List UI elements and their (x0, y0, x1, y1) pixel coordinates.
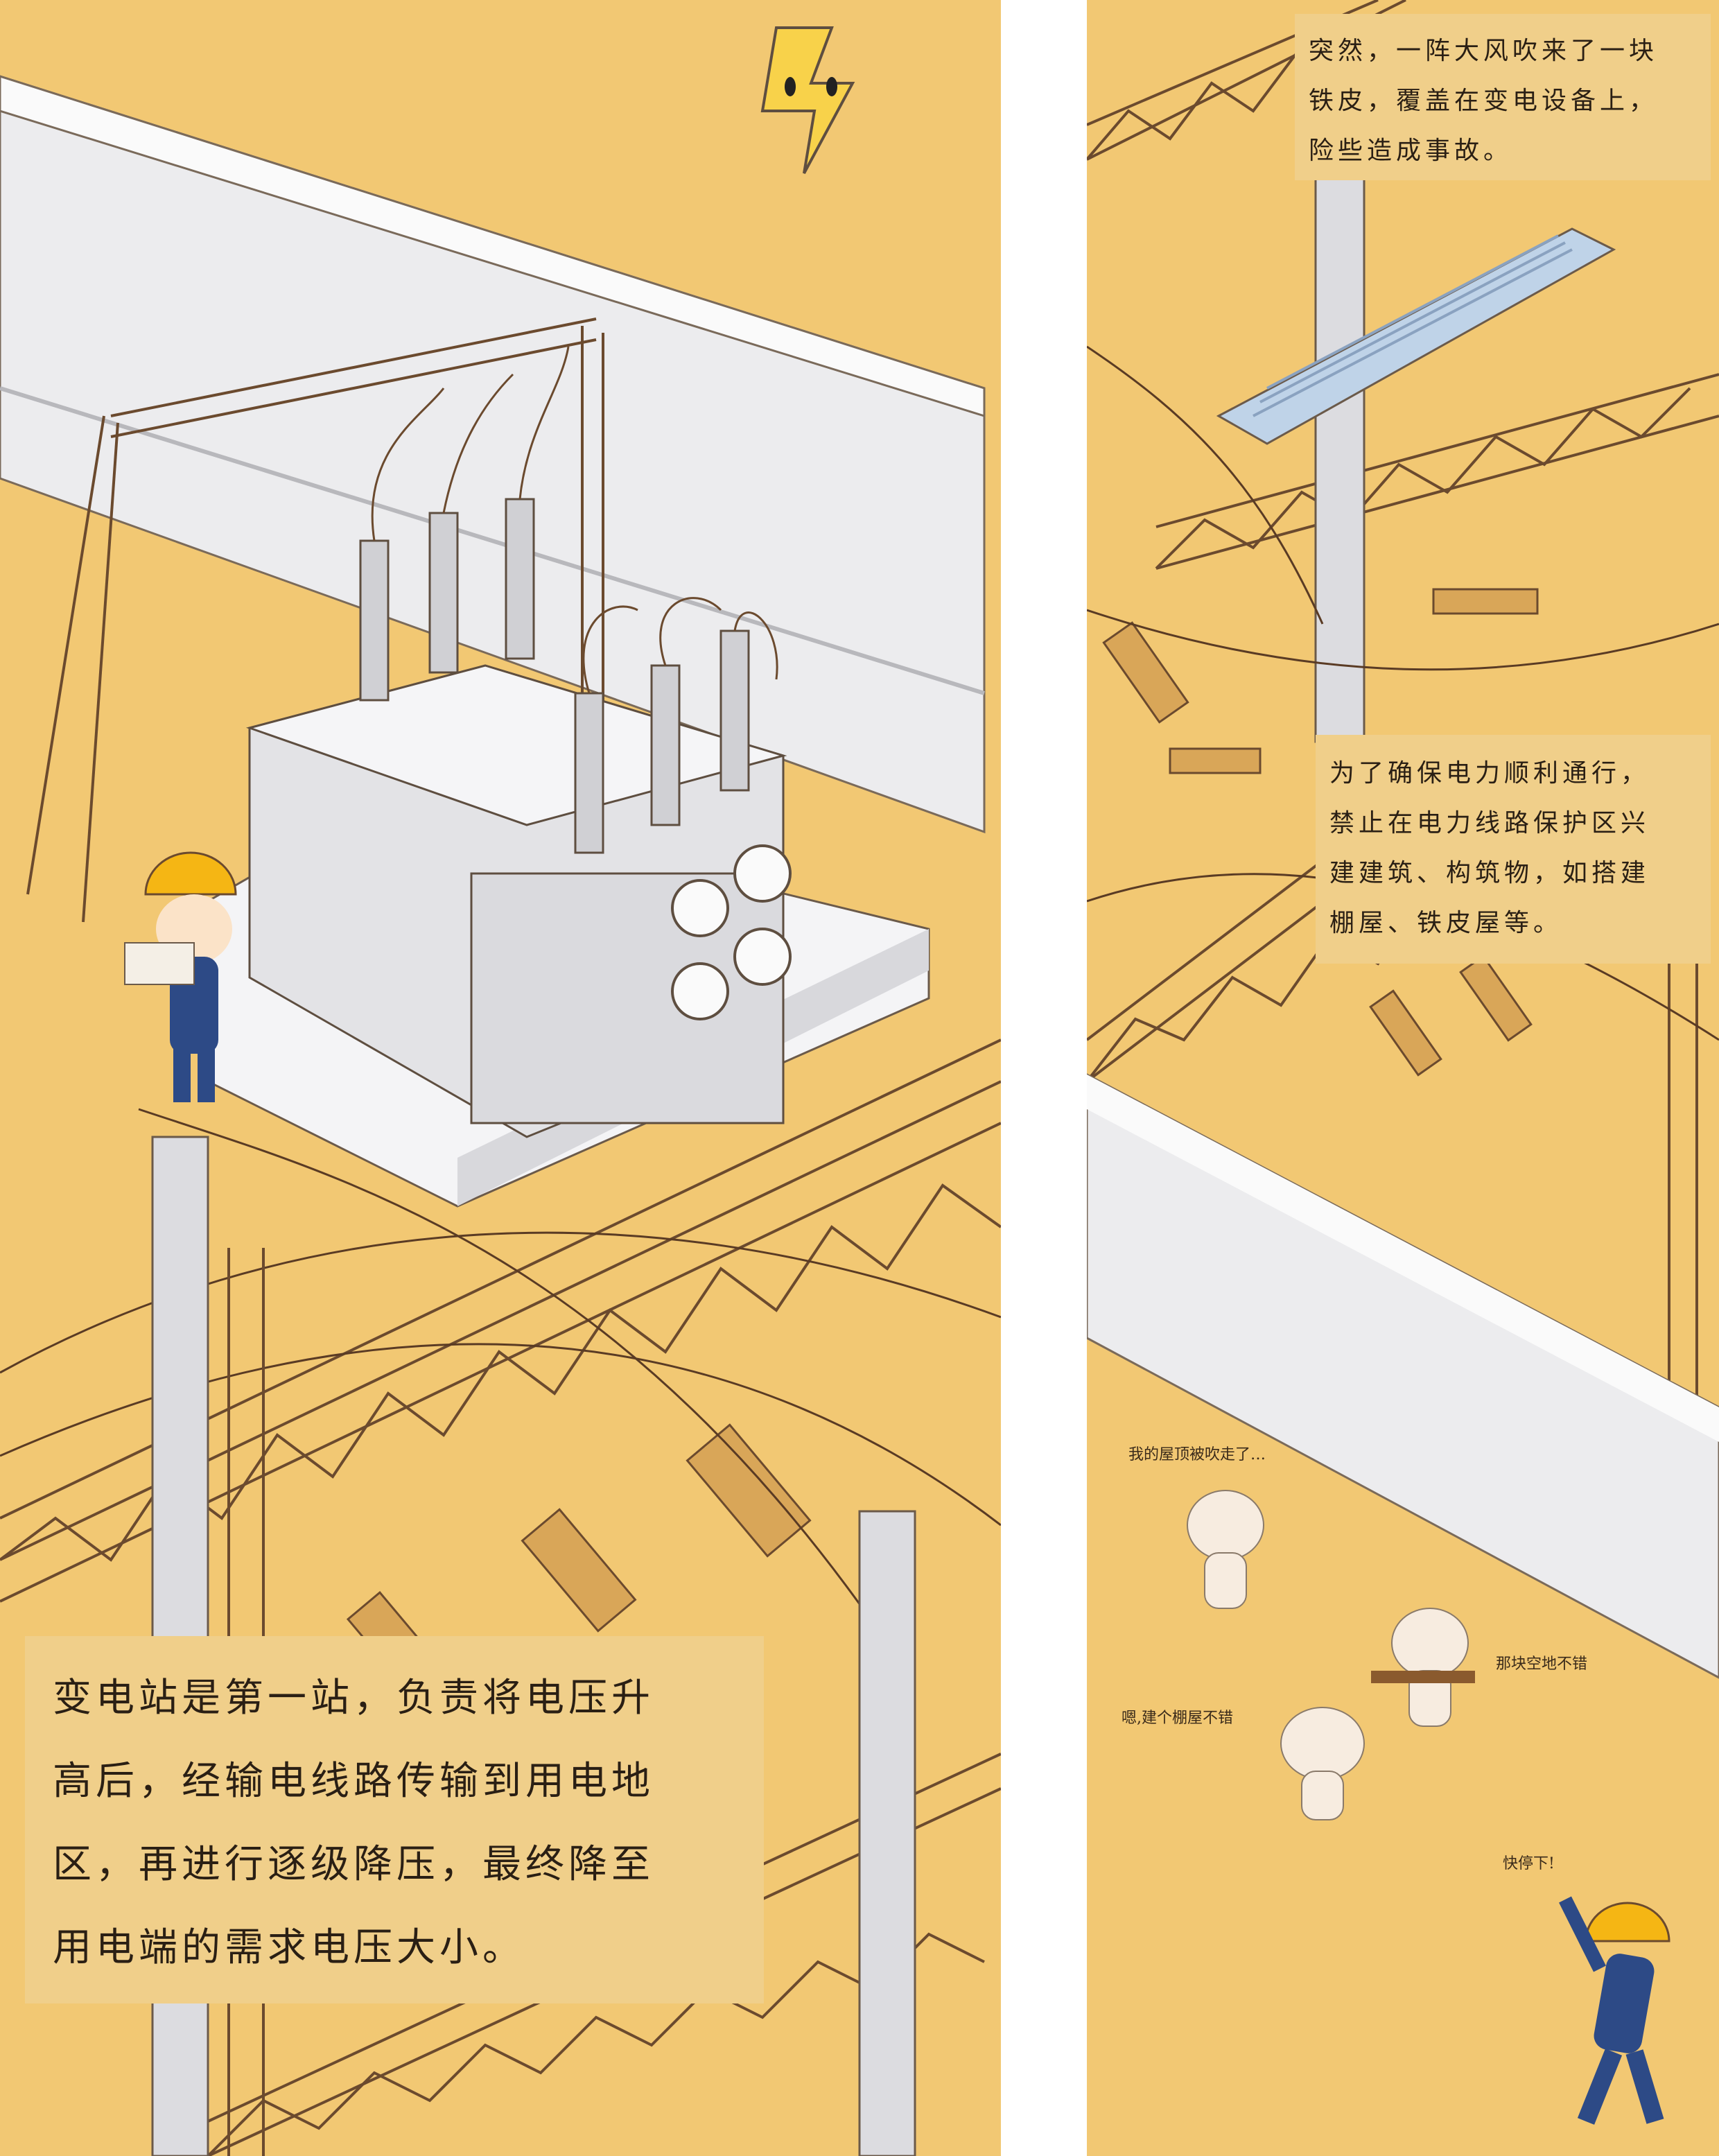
caption-line: 高后，经输电线路传输到用电地 (53, 1759, 654, 1804)
speech-good-land: 那块空地不错 (1496, 1655, 1588, 1673)
doll-figure (1280, 1707, 1365, 1820)
caption-line: 禁止在电力线路保护区兴 (1329, 809, 1650, 837)
windy-scene (1087, 0, 1719, 2125)
speech-build-shed: 嗯,建个棚屋不错 (1122, 1710, 1233, 1727)
doll-figure (1371, 1608, 1475, 1727)
caption-line: 用电端的需求电压大小。 (53, 1925, 525, 1970)
left-comic-panel: 变电站是第一站，负责将电压升 高后，经输电线路传输到用电地 区，再进行逐级降压，… (0, 0, 1001, 2156)
caption-line: 铁皮，覆盖在变电设备上， (1309, 87, 1659, 115)
right-caption-middle: 为了确保电力顺利通行， 禁止在电力线路保护区兴 建建筑、构筑物，如搭建 棚屋、铁… (1316, 735, 1711, 964)
steel-sheet-illustration (1216, 227, 1616, 445)
caption-line: 建建筑、构筑物，如搭建 (1329, 859, 1650, 887)
left-caption: 变电站是第一站，负责将电压升 高后，经输电线路传输到用电地 区，再进行逐级降压，… (25, 1636, 764, 2003)
speech-roof-blown: 我的屋顶被吹走了… (1128, 1446, 1266, 1463)
lightning-mascot-icon (760, 26, 855, 174)
utility-pole (1314, 137, 1365, 743)
worker-figure (1559, 1896, 1670, 2125)
transformer-illustration (245, 346, 792, 1138)
caption-line: 突然，一阵大风吹来了一块 (1309, 37, 1659, 65)
doll-figure (1187, 1490, 1264, 1609)
worker-figure (124, 851, 237, 1102)
substation-scene (0, 26, 1001, 2156)
speech-stop: 快停下! (1503, 1855, 1555, 1872)
insulator-string (1102, 588, 1539, 1077)
caption-line: 险些造成事故。 (1309, 137, 1513, 165)
caption-line: 为了确保电力顺利通行， (1329, 759, 1650, 788)
caption-line: 变电站是第一站，负责将电压升 (53, 1676, 654, 1721)
caption-line: 区，再进行逐级降压，最终降至 (53, 1842, 654, 1887)
wall-top-beam (0, 75, 986, 418)
caption-line: 棚屋、铁皮屋等。 (1329, 909, 1563, 937)
right-caption-top: 突然，一阵大风吹来了一块 铁皮，覆盖在变电设备上， 险些造成事故。 (1295, 14, 1711, 180)
right-comic-panel: 突然，一阵大风吹来了一块 铁皮，覆盖在变电设备上， 险些造成事故。 为了确保电力… (1087, 0, 1719, 2156)
